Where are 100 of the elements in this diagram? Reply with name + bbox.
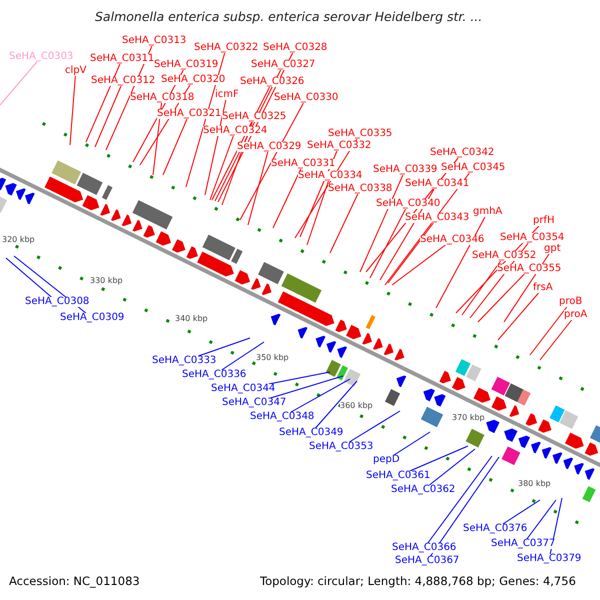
- leader-line: [290, 378, 350, 412]
- leader-line: [498, 292, 540, 340]
- gene-label: proA: [564, 310, 588, 320]
- scale-label: 380 kbp: [518, 480, 551, 488]
- gene-label: frsA: [533, 283, 553, 293]
- gene-label: SeHA_C0347: [222, 398, 286, 408]
- leader-line: [388, 222, 434, 284]
- gene-label: SeHA_C0308: [25, 297, 90, 307]
- gene-label: SeHA_C0331: [271, 159, 336, 169]
- leader-line: [394, 432, 430, 456]
- leader-line: [360, 174, 404, 272]
- gene-label: SeHA_C0335: [328, 129, 392, 139]
- leader-line: [478, 274, 525, 322]
- leader-line: [526, 500, 556, 540]
- gene-label: SeHA_C0342: [430, 148, 494, 158]
- leader-line: [427, 456, 492, 544]
- leader-line: [392, 244, 446, 286]
- leader-line: [430, 456, 500, 556]
- gene-label: SeHA_C0352: [472, 251, 536, 261]
- gene-label: SeHA_C0362: [391, 485, 456, 495]
- gene-label: SeHA_C0318: [130, 93, 194, 103]
- gene-label: SeHA_C0339: [373, 165, 438, 175]
- gene-label: SeHA_C0344: [211, 384, 276, 394]
- gene-label: pepD: [373, 455, 400, 465]
- leader-line: [409, 446, 468, 472]
- map-title: Salmonella enterica subsp. enterica serovar Heidelberg str. ...: [95, 11, 482, 24]
- leader-line: [462, 260, 502, 316]
- leader-line: [370, 208, 406, 278]
- gene-label: SeHA_C0348: [250, 412, 314, 422]
- gene-label: gmhA: [473, 207, 502, 217]
- gene-label: SeHA_C0367: [395, 556, 460, 566]
- gene-label: SeHA_C0325: [222, 112, 286, 122]
- scale-label: 370 kbp: [452, 414, 485, 422]
- leader-line: [530, 306, 568, 356]
- leader-line: [436, 216, 486, 308]
- leader-line: [504, 254, 550, 322]
- gene-label: SeHA_C0329: [237, 142, 302, 152]
- leader-line: [502, 500, 540, 524]
- gene-label: SeHA_C0345: [441, 163, 506, 173]
- leader-line: [210, 136, 234, 200]
- scale-label: 350 kbp: [256, 354, 289, 362]
- gene-label: SeHA_C0321: [157, 109, 222, 119]
- gene-label: SeHA_C0320: [161, 75, 226, 85]
- gene-label: SeHA_C0338: [328, 184, 392, 194]
- gene-label: SeHA_C0324: [203, 126, 268, 136]
- gene-label: SeHA_C0353: [309, 442, 374, 452]
- leader-line: [221, 342, 264, 370]
- gene-label: SeHA_C0334: [298, 171, 362, 181]
- gene-label: SeHA_C0333: [152, 356, 216, 366]
- scale-label: 330 kbp: [90, 277, 123, 285]
- leader-line: [268, 372, 330, 384]
- gene-label: SeHA_C0313: [122, 36, 186, 46]
- leader-line: [0, 62, 38, 106]
- scale-label: 320 kbp: [2, 236, 35, 244]
- gene-label: SeHA_C0355: [497, 264, 562, 274]
- leader-line: [306, 180, 329, 246]
- scale-label: 340 kbp: [175, 315, 208, 323]
- gene-label: SeHA_C0343: [405, 213, 470, 223]
- gene-label: SeHA_C0379: [517, 554, 582, 564]
- leader-line: [248, 152, 268, 226]
- gene-label: SeHA_C0309: [60, 313, 124, 323]
- gene-label: SeHA_C0366: [392, 543, 456, 553]
- leader-line: [198, 338, 250, 356]
- leader-line: [86, 64, 120, 142]
- leader-line: [272, 168, 302, 228]
- leader-line: [428, 448, 476, 486]
- gene-label: SeHA_C0377: [491, 539, 556, 549]
- leader-line: [94, 86, 122, 148]
- leader-line: [204, 100, 226, 196]
- leader-line: [348, 410, 400, 442]
- gene-label: SeHA_C0354: [500, 233, 564, 243]
- leader-line: [315, 380, 358, 428]
- gene-label: SeHA_C0326: [240, 77, 304, 87]
- gene-label: SeHA_C0312: [91, 76, 156, 86]
- gene-label: SeHA_C0303: [9, 52, 74, 62]
- gene-label: SeHA_C0328: [263, 43, 328, 53]
- gene-label: SeHA_C0327: [251, 60, 316, 70]
- gene-label: gpt: [544, 244, 561, 254]
- gene-label: SeHA_C0376: [463, 524, 528, 534]
- leader-line: [270, 376, 344, 398]
- gene-label: icmF: [215, 90, 239, 100]
- gene-label: SeHA_C0311: [90, 54, 154, 64]
- leader-line: [70, 76, 76, 146]
- topology-note: Topology: circular; Length: 4,888,768 bp; Genes: 4,756: [260, 576, 576, 588]
- gene-label: SeHA_C0349: [279, 428, 344, 438]
- leader-line: [540, 320, 572, 360]
- gene-label: proB: [559, 297, 582, 307]
- gene-label: SeHA_C0319: [154, 60, 218, 70]
- gene-label: SeHA_C0340: [376, 199, 440, 209]
- leader-line: [6, 258, 52, 298]
- accession-note: Accession: NC_011083: [9, 576, 140, 588]
- scale-label: 360 kbp: [340, 402, 373, 410]
- gene-label: SeHA_C0322: [194, 43, 258, 53]
- gene-label: SeHA_C0346: [420, 235, 484, 245]
- gene-label: clpV: [65, 66, 86, 76]
- gene-label: SeHA_C0332: [307, 141, 372, 151]
- gene-label: SeHA_C0330: [274, 93, 338, 103]
- leader-line: [152, 102, 162, 176]
- gene-label: SeHA_C0336: [182, 370, 246, 380]
- gene-label: SeHA_C0361: [366, 471, 430, 481]
